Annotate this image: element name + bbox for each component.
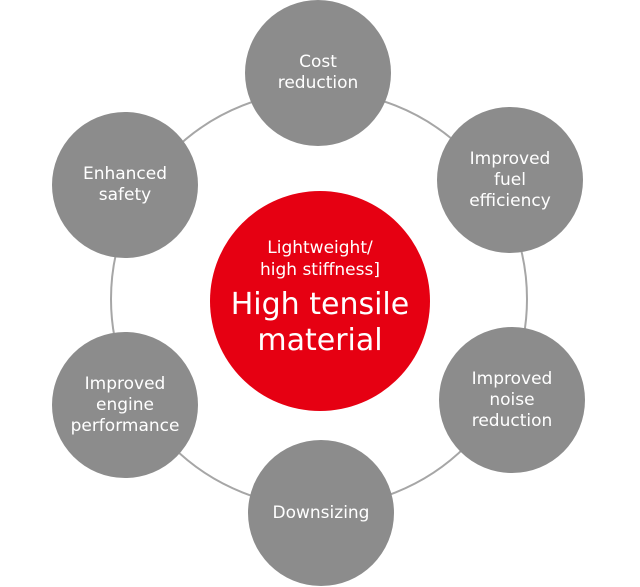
benefit-node-noise-reduction: Improved noise reduction [439, 327, 585, 473]
benefit-node-engine-performance: Improved engine performance [52, 332, 198, 478]
benefit-label: Enhanced safety [82, 164, 168, 205]
benefit-node-downsizing: Downsizing [248, 440, 394, 586]
benefit-label: Cost reduction [277, 52, 359, 93]
benefit-node-cost-reduction: Cost reduction [245, 0, 391, 146]
benefit-node-fuel-efficiency: Improved fuel efficiency [437, 107, 583, 253]
benefit-node-enhanced-safety: Enhanced safety [52, 112, 198, 258]
center-title: High tensile material [230, 287, 410, 358]
benefit-label: Improved engine performance [70, 373, 180, 436]
benefit-label: Improved noise reduction [471, 368, 553, 431]
center-subtitle: Lightweight/ high stiffness] [259, 238, 380, 280]
center-circle-high-tensile-material: Lightweight/ high stiffness] High tensil… [210, 191, 430, 411]
benefit-label: Improved fuel efficiency [469, 148, 551, 211]
benefit-label: Downsizing [272, 502, 370, 523]
